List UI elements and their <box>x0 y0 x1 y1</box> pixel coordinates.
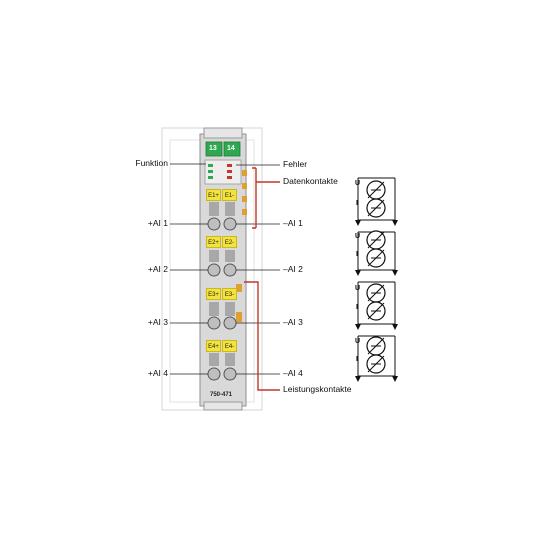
led-label-13: 13 <box>209 145 217 152</box>
circuit-2 <box>355 230 398 276</box>
label-funktion: Funktion <box>135 158 168 168</box>
slot-4 <box>225 250 235 262</box>
clamp-ai4-plus <box>207 367 221 381</box>
circuit-3 <box>355 281 398 330</box>
data-contact-1 <box>242 170 247 176</box>
label-datenkontakte: Datenkontakte <box>283 176 338 186</box>
slot-6 <box>225 302 235 316</box>
clamp-ai3-plus <box>207 316 221 330</box>
label-ai4-minus: –AI 4 <box>283 368 303 378</box>
slot-5 <box>209 302 219 316</box>
terminal-e1-plus: E1+ <box>206 189 221 201</box>
label-ai2-minus: –AI 2 <box>283 264 303 274</box>
terminal-e3-minus: E3- <box>222 288 237 300</box>
slot-8 <box>225 353 235 366</box>
label-ai1-plus: +AI 1 <box>147 218 168 228</box>
symbol-u-1: U <box>355 180 361 187</box>
terminal-e1-minus: E1- <box>222 189 237 201</box>
label-fehler: Fehler <box>283 159 308 169</box>
power-contact-1 <box>236 284 242 292</box>
circuit-1 <box>355 177 398 226</box>
leistungskontakte-bracket <box>244 281 280 391</box>
clamp-ai1-minus <box>223 217 237 231</box>
circuit-symbols <box>355 177 398 382</box>
slot-3 <box>209 250 219 262</box>
circuit-4 <box>355 335 398 382</box>
slot-1 <box>209 202 219 216</box>
data-contact-2 <box>242 183 247 189</box>
led-green-1 <box>208 164 213 167</box>
data-contact-3 <box>242 196 247 202</box>
slot-2 <box>225 202 235 216</box>
led-red-2 <box>227 170 232 173</box>
module-bottom-cap <box>203 401 243 411</box>
terminal-e2-minus: E2- <box>222 236 237 248</box>
label-leistungskontakte: Leistungskontakte <box>283 384 352 394</box>
label-ai3-minus: –AI 3 <box>283 317 303 327</box>
symbol-u-4: U <box>355 338 361 345</box>
terminal-e4-minus: E4- <box>222 340 237 352</box>
power-contact-2 <box>236 312 242 322</box>
label-ai4-plus: +AI 4 <box>147 368 168 378</box>
clamp-ai1-plus <box>207 217 221 231</box>
data-contact-4 <box>242 209 247 215</box>
clamp-ai2-minus <box>223 263 237 277</box>
model-number: 750-471 <box>210 392 233 398</box>
terminal-e2-plus: E2+ <box>206 236 221 248</box>
module-top-cap <box>203 127 243 139</box>
led-green-2 <box>208 170 213 173</box>
clamp-ai3-minus <box>223 316 237 330</box>
clamp-ai2-plus <box>207 263 221 277</box>
symbol-i-3: I <box>356 304 358 311</box>
led-label-14: 14 <box>227 145 235 152</box>
terminal-e4-plus: E4+ <box>206 340 221 352</box>
led-header-right <box>223 141 241 157</box>
led-green-3 <box>208 176 213 179</box>
terminal-e3-plus: E3+ <box>206 288 221 300</box>
label-ai1-minus: –AI 1 <box>283 218 303 228</box>
symbol-i-1: I <box>356 200 358 207</box>
datenkontakte-bracket <box>252 167 280 229</box>
label-ai2-plus: +AI 2 <box>147 264 168 274</box>
symbol-u-2: U <box>355 233 361 240</box>
led-red-1 <box>227 164 232 167</box>
slot-7 <box>209 353 219 366</box>
symbol-i-4: I <box>356 356 358 363</box>
symbol-i-2: I <box>356 251 358 258</box>
label-ai3-plus: +AI 3 <box>147 317 168 327</box>
led-red-3 <box>227 176 232 179</box>
symbol-u-3: U <box>355 285 361 292</box>
led-header-left <box>205 141 223 157</box>
clamp-ai4-minus <box>223 367 237 381</box>
